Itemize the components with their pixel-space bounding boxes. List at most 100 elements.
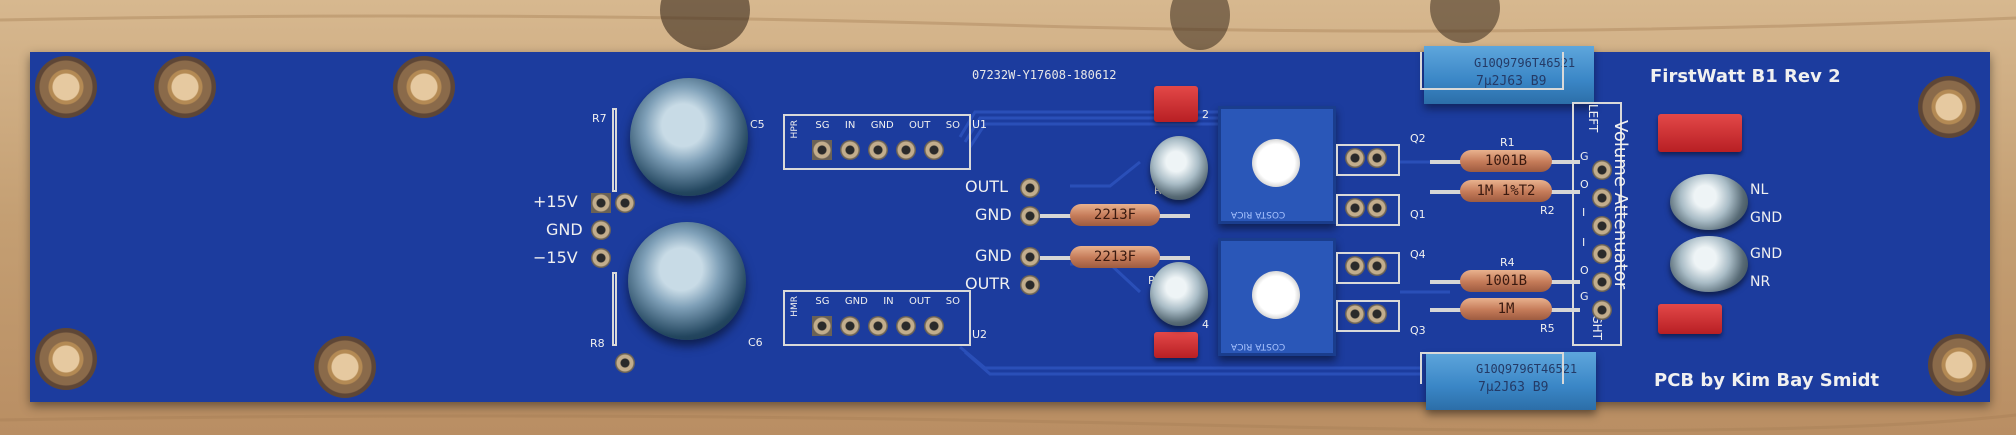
designator-u1: U1 — [972, 118, 988, 131]
pad — [1592, 272, 1612, 292]
pad-outr — [1020, 275, 1040, 295]
film-cap-top-outline — [1420, 52, 1564, 90]
jumper-top-left-icon — [1154, 86, 1198, 122]
q4-outline — [1336, 252, 1400, 284]
trimmer-pot-top-icon: COSTA RICA — [1218, 106, 1336, 224]
designator-4: 4 — [1202, 318, 1209, 331]
c5-outline — [612, 108, 617, 192]
designator-q1: Q1 — [1410, 208, 1426, 221]
pot-brand-bottom: COSTA RICA — [1231, 341, 1286, 351]
pad — [1592, 160, 1612, 180]
board-credit: PCB by Kim Bay Smidt — [1654, 370, 1880, 391]
u2-label-sg: SG — [815, 296, 830, 307]
pot-knob — [1252, 271, 1300, 319]
u2-label-gnd: GND — [844, 296, 868, 307]
designator-r7: R7 — [592, 112, 607, 125]
u1-label-sg: SG — [815, 120, 830, 131]
pad — [840, 316, 860, 336]
resistor-r2: 1M 1%T2 — [1460, 180, 1552, 202]
pad — [615, 353, 635, 373]
pad — [812, 140, 832, 160]
resistor-r1: 1001B — [1460, 150, 1552, 172]
jumper-right-bottom-icon — [1658, 304, 1722, 334]
mounting-hole-icon — [1918, 76, 1980, 138]
board-title: FirstWatt B1 Rev 2 — [1650, 66, 1841, 87]
q2-outline — [1336, 144, 1400, 176]
label-gnd-power: GND — [546, 220, 583, 239]
film-cap-bottom-outline — [1420, 352, 1564, 384]
label-gnd-nr: GND — [1750, 246, 1783, 262]
pad — [924, 140, 944, 160]
pad — [1345, 256, 1365, 276]
q1-outline — [1336, 194, 1400, 226]
designator-r2: R2 — [1540, 204, 1555, 217]
pad — [1592, 244, 1612, 264]
pad — [1367, 148, 1387, 168]
u1-label-hpr: HPR — [790, 120, 800, 139]
pcb-board: +15V GND −15V R7 R8 C5 C6 07232W-Y17608-… — [30, 46, 1990, 410]
pad — [1345, 148, 1365, 168]
designator-r1: R1 — [1500, 136, 1515, 149]
pad-minus-15v — [591, 248, 611, 268]
pad — [868, 316, 888, 336]
trimmer-pot-bottom-icon: COSTA RICA — [1218, 238, 1336, 356]
left-pin-o: O — [1580, 178, 1589, 191]
left-pin-g: G — [1580, 150, 1589, 163]
pad-outl — [1020, 178, 1040, 198]
u1-label-so: SO — [945, 120, 960, 131]
film-cap-bottom-line1: G10Q9796T46521 — [1476, 362, 1578, 376]
right-pin-o: O — [1580, 264, 1589, 277]
designator-q3: Q3 — [1410, 324, 1426, 337]
u2-label-out: OUT — [909, 296, 931, 307]
designator-u2: U2 — [972, 328, 988, 341]
film-cap-top-line1: G10Q9796T46521 — [1474, 56, 1576, 70]
jumper-bottom-left-icon — [1154, 332, 1198, 358]
designator-r5: R5 — [1540, 322, 1555, 335]
attenuator-outline — [1572, 102, 1622, 346]
module-u1-outline — [783, 114, 971, 170]
label-outr: OUTR — [965, 274, 1011, 293]
mounting-hole-icon — [393, 56, 455, 118]
pad-gnd-right — [1020, 247, 1040, 267]
designator-c6: C6 — [748, 336, 763, 349]
label-gnd-left: GND — [975, 205, 1012, 224]
pad — [1345, 198, 1365, 218]
pad-gnd-left — [1020, 206, 1040, 226]
label-outl: OUTL — [965, 177, 1008, 196]
pad — [1592, 188, 1612, 208]
c6-outline — [612, 272, 617, 346]
resistor-r3: 2213F — [1070, 204, 1160, 226]
pad — [896, 140, 916, 160]
jumper-right-top-icon — [1658, 114, 1742, 152]
q3-outline — [1336, 300, 1400, 332]
designator-r4: R4 — [1500, 256, 1515, 269]
mounting-hole-icon — [314, 336, 376, 398]
u1-label-in: IN — [844, 120, 856, 131]
pad — [812, 316, 832, 336]
attenuator-label: Volume Attenuator — [1610, 120, 1631, 290]
pot-brand-top: COSTA RICA — [1231, 209, 1286, 219]
pad — [1592, 216, 1612, 236]
pad — [1367, 198, 1387, 218]
pad — [1367, 304, 1387, 324]
designator-c5: C5 — [750, 118, 765, 131]
label-minus-15v: −15V — [533, 248, 578, 267]
capacitor-c5-icon — [630, 78, 748, 196]
pad — [924, 316, 944, 336]
right-pin-i: I — [1582, 236, 1586, 249]
left-pin-i: I — [1582, 206, 1586, 219]
mounting-hole-icon — [35, 328, 97, 390]
designator-q4: Q4 — [1410, 248, 1426, 261]
pad — [840, 140, 860, 160]
u1-label-out: OUT — [909, 120, 931, 131]
label-nr: NR — [1750, 274, 1771, 290]
pot-knob — [1252, 139, 1300, 187]
board-serial: 07232W-Y17608-180612 — [972, 68, 1117, 82]
u2-label-hmr: HMR — [790, 296, 800, 317]
mounting-hole-icon — [35, 56, 97, 118]
module-u2-labels: HMR SG GND IN OUT SO — [790, 296, 960, 317]
right-pin-g: G — [1580, 290, 1589, 303]
pad — [615, 193, 635, 213]
pad — [1367, 256, 1387, 276]
capacitor-small-bottom-icon — [1150, 262, 1208, 326]
